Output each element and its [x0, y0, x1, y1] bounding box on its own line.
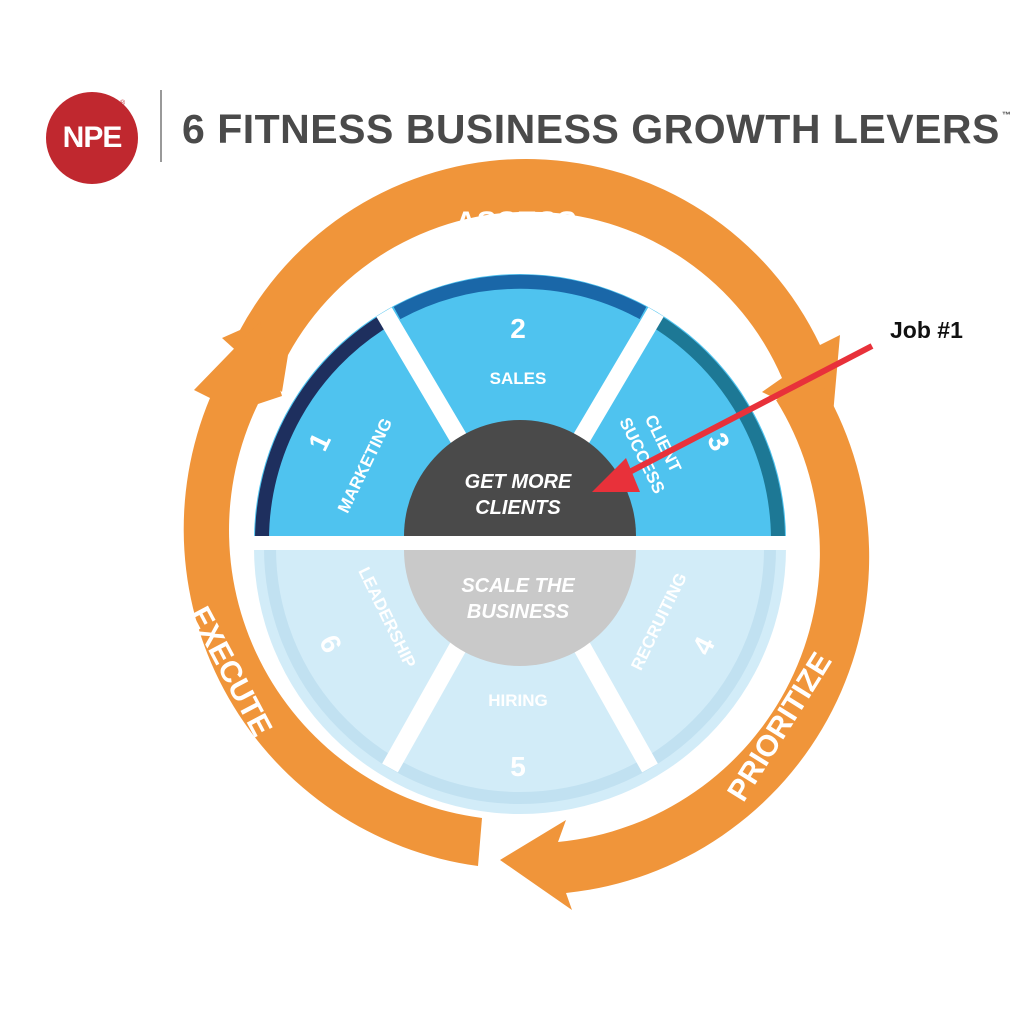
job-1-label: Job #1 — [890, 317, 963, 343]
rim-sales — [393, 274, 647, 320]
wheel-divider — [246, 536, 794, 550]
title-text: 6 FITNESS BUSINESS GROWTH LEVERS — [182, 106, 1000, 152]
stage-label-assess: ASSESS — [455, 206, 577, 239]
npe-logo: NPE — [46, 92, 138, 184]
wheel-spokes — [376, 307, 664, 773]
lever-5-label: HIRING — [488, 691, 548, 710]
bottom-center-line-1: SCALE THE — [461, 575, 575, 597]
lever-5-number: 5 — [510, 751, 526, 782]
prioritize-arrow — [500, 388, 870, 910]
job-1-arrow-head — [592, 458, 640, 492]
logo-registered-mark: ® — [120, 100, 126, 107]
assess-arrow — [222, 158, 840, 426]
bottom-center-hub — [404, 550, 636, 666]
top-center-line-1: GET MORE — [465, 471, 572, 493]
bottom-half-wheel — [254, 548, 786, 814]
header-divider — [160, 90, 162, 162]
execute-arrow — [183, 322, 483, 866]
bottom-center-line-2: BUSINESS — [467, 601, 570, 623]
lever-2-number: 2 — [510, 313, 526, 344]
rim-marketing — [255, 315, 388, 541]
top-center-hub — [404, 420, 636, 536]
trademark-mark: ™ — [1001, 110, 1012, 120]
lever-2-label: SALES — [490, 369, 547, 388]
top-center-line-2: CLIENTS — [475, 497, 561, 519]
top-half-wheel — [254, 274, 786, 540]
job-1-arrow-shaft — [616, 343, 874, 481]
bottom-half-rim — [264, 547, 776, 804]
logo-text: NPE — [62, 121, 123, 154]
